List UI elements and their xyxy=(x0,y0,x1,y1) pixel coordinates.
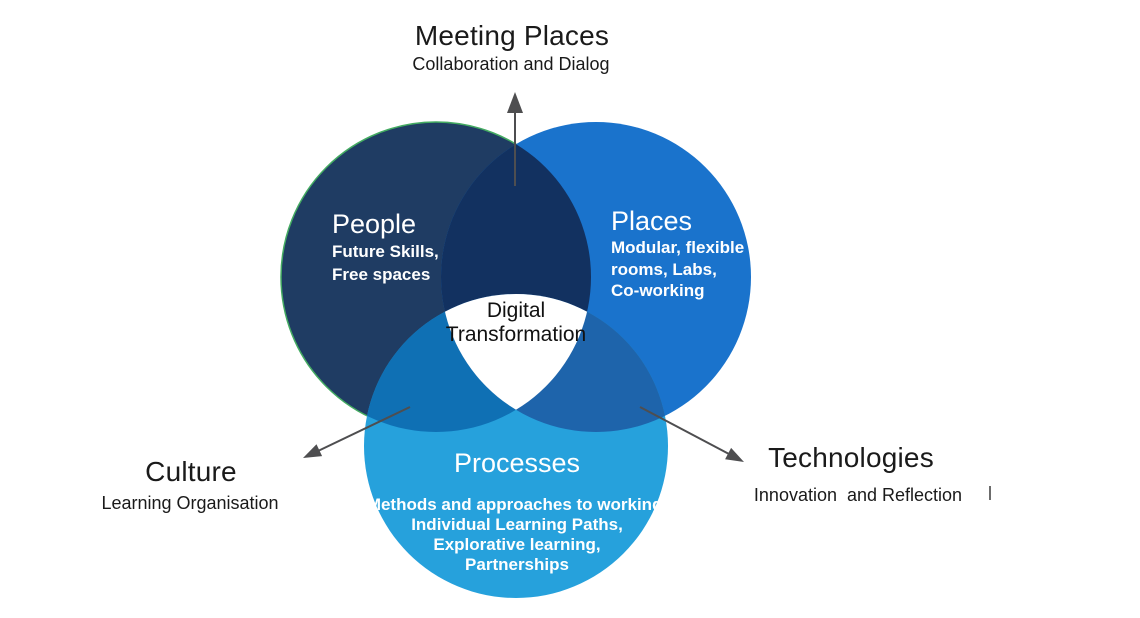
processes-subtext-line: Partnerships xyxy=(465,555,569,574)
meeting-places-arrow xyxy=(507,92,523,186)
culture-title: Culture xyxy=(145,456,237,487)
technologies-arrow xyxy=(639,406,744,462)
processes-subtext-line: Individual Learning Paths, xyxy=(411,515,623,534)
meeting-places-title: Meeting Places xyxy=(414,20,610,51)
processes-subtext-line: Explorative learning, xyxy=(433,535,601,554)
processes-subtext-line: Methods and approaches to working, xyxy=(366,495,668,514)
places-circle-title: Places xyxy=(611,206,693,236)
places-subtext-line: rooms, Labs, xyxy=(611,259,717,279)
technologies-arrow-head xyxy=(725,447,744,462)
culture-arrow-head xyxy=(303,444,323,458)
technologies-title: Technologies xyxy=(768,442,934,473)
meeting-places-subtitle: Collaboration and Dialog xyxy=(412,54,610,74)
people-subtext-line: Future Skills, xyxy=(332,242,439,261)
people-circle-title: People xyxy=(332,209,417,239)
technologies-arrow-line xyxy=(639,406,730,455)
center-label-line: Digital xyxy=(486,299,546,322)
culture-subtitle: Learning Organisation xyxy=(101,493,279,513)
places-subtext-line: Modular, flexible xyxy=(611,238,745,257)
people-processes-overlap xyxy=(364,294,591,432)
processes-circle-title: Processes xyxy=(453,448,581,478)
people-subtext-line: Free spaces xyxy=(332,264,431,284)
center-label-line: Transformation xyxy=(445,323,587,346)
center-label: Digital Transformation xyxy=(416,299,616,347)
places-subtext-line: Co-working xyxy=(611,281,705,300)
culture-arrow-line xyxy=(317,406,411,452)
culture-arrow xyxy=(303,406,411,458)
technologies-subtitle: Innovation and Reflection xyxy=(753,485,963,505)
processes-circle-subtext: Methods and approaches to working, Indiv… xyxy=(337,495,697,575)
places-circle-subtext: Modular, flexible rooms, Labs, Co-workin… xyxy=(611,237,811,302)
places-processes-overlap xyxy=(441,294,668,432)
people-circle-subtext: Future Skills, Free spaces xyxy=(332,241,532,286)
top-arrow-head xyxy=(507,92,523,113)
